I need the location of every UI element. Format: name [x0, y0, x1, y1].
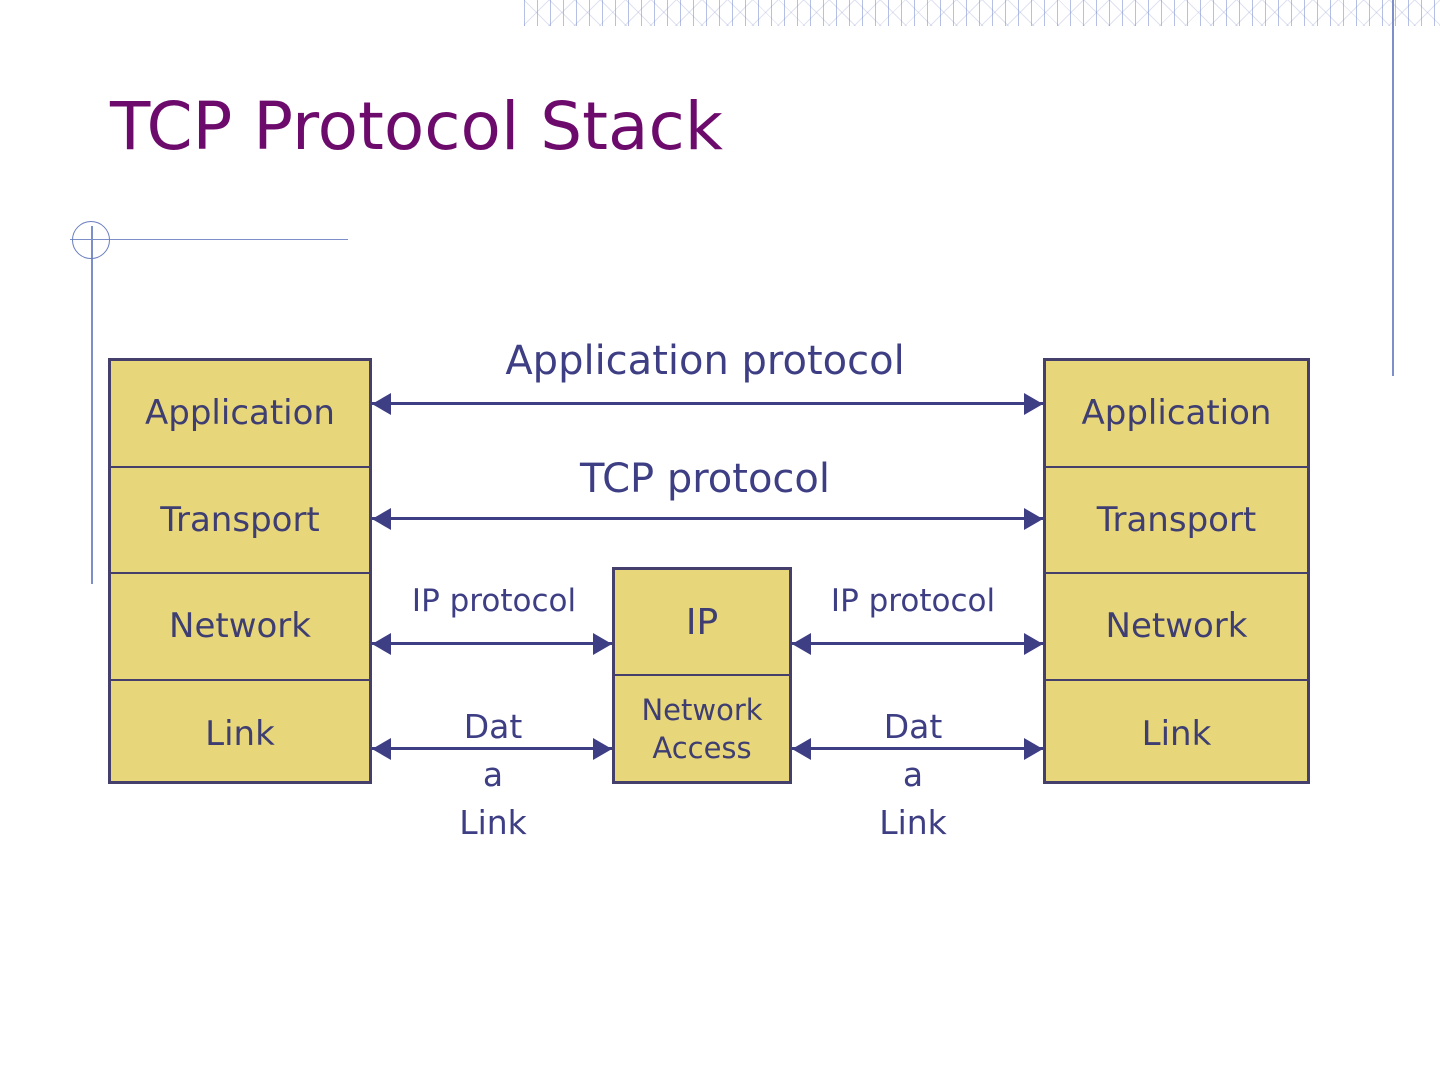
right-protocol-stack: Application Transport Network Link [1043, 358, 1310, 784]
right-layer-application: Application [1046, 361, 1307, 468]
data-link-right-arrowhead-right [1024, 738, 1043, 760]
left-layer-network: Network [111, 574, 369, 681]
ip-protocol-label-right: IP protocol [830, 583, 996, 619]
right-layer-network: Network [1046, 574, 1307, 681]
application-protocol-label: Application protocol [505, 338, 905, 384]
left-layer-transport: Transport [111, 468, 369, 574]
ip-protocol-left-arrowhead-right [593, 633, 612, 655]
horizontal-rule-decoration [70, 239, 348, 240]
data-link-left-arrowhead-left [372, 738, 391, 760]
vertical-rule-left-decoration [91, 226, 93, 584]
ip-protocol-right-arrowhead-right [1024, 633, 1043, 655]
tcp-protocol-arrowhead-left [372, 508, 391, 530]
application-protocol-arrowhead-left [372, 393, 391, 415]
ip-protocol-left-arrow-line [372, 642, 612, 645]
right-layer-transport: Transport [1046, 468, 1307, 574]
router-cell-network-access: Network Access [641, 692, 763, 765]
ip-protocol-left-arrowhead-left [372, 633, 391, 655]
tcp-protocol-arrow-line [372, 517, 1043, 520]
intermediate-router: IP Network Access [612, 567, 792, 784]
data-link-label-left: Dat a Link [459, 707, 527, 842]
left-layer-application: Application [111, 361, 369, 468]
right-layer-link: Link [1141, 713, 1212, 754]
data-link-left-arrow-line [372, 747, 612, 750]
ip-protocol-right-arrowhead-left [792, 633, 811, 655]
vertical-rule-right-decoration [1392, 0, 1394, 376]
application-protocol-arrowhead-right [1024, 393, 1043, 415]
application-protocol-arrow-line [372, 402, 1043, 405]
data-link-right-arrowhead-left [792, 738, 811, 760]
left-layer-link: Link [205, 713, 275, 754]
hatch-pattern-decoration [524, 0, 1440, 26]
tcp-protocol-arrowhead-right [1024, 508, 1043, 530]
data-link-left-arrowhead-right [593, 738, 612, 760]
left-protocol-stack: Application Transport Network Link [108, 358, 372, 784]
tcp-protocol-label: TCP protocol [579, 456, 831, 502]
data-link-label-right: Dat a Link [879, 707, 947, 842]
data-link-right-arrow-line [792, 747, 1043, 750]
ip-protocol-label-left: IP protocol [411, 583, 577, 619]
page-title: TCP Protocol Stack [110, 88, 723, 165]
ip-protocol-right-arrow-line [792, 642, 1043, 645]
router-cell-ip: IP [615, 570, 789, 676]
circle-decoration [72, 221, 110, 259]
